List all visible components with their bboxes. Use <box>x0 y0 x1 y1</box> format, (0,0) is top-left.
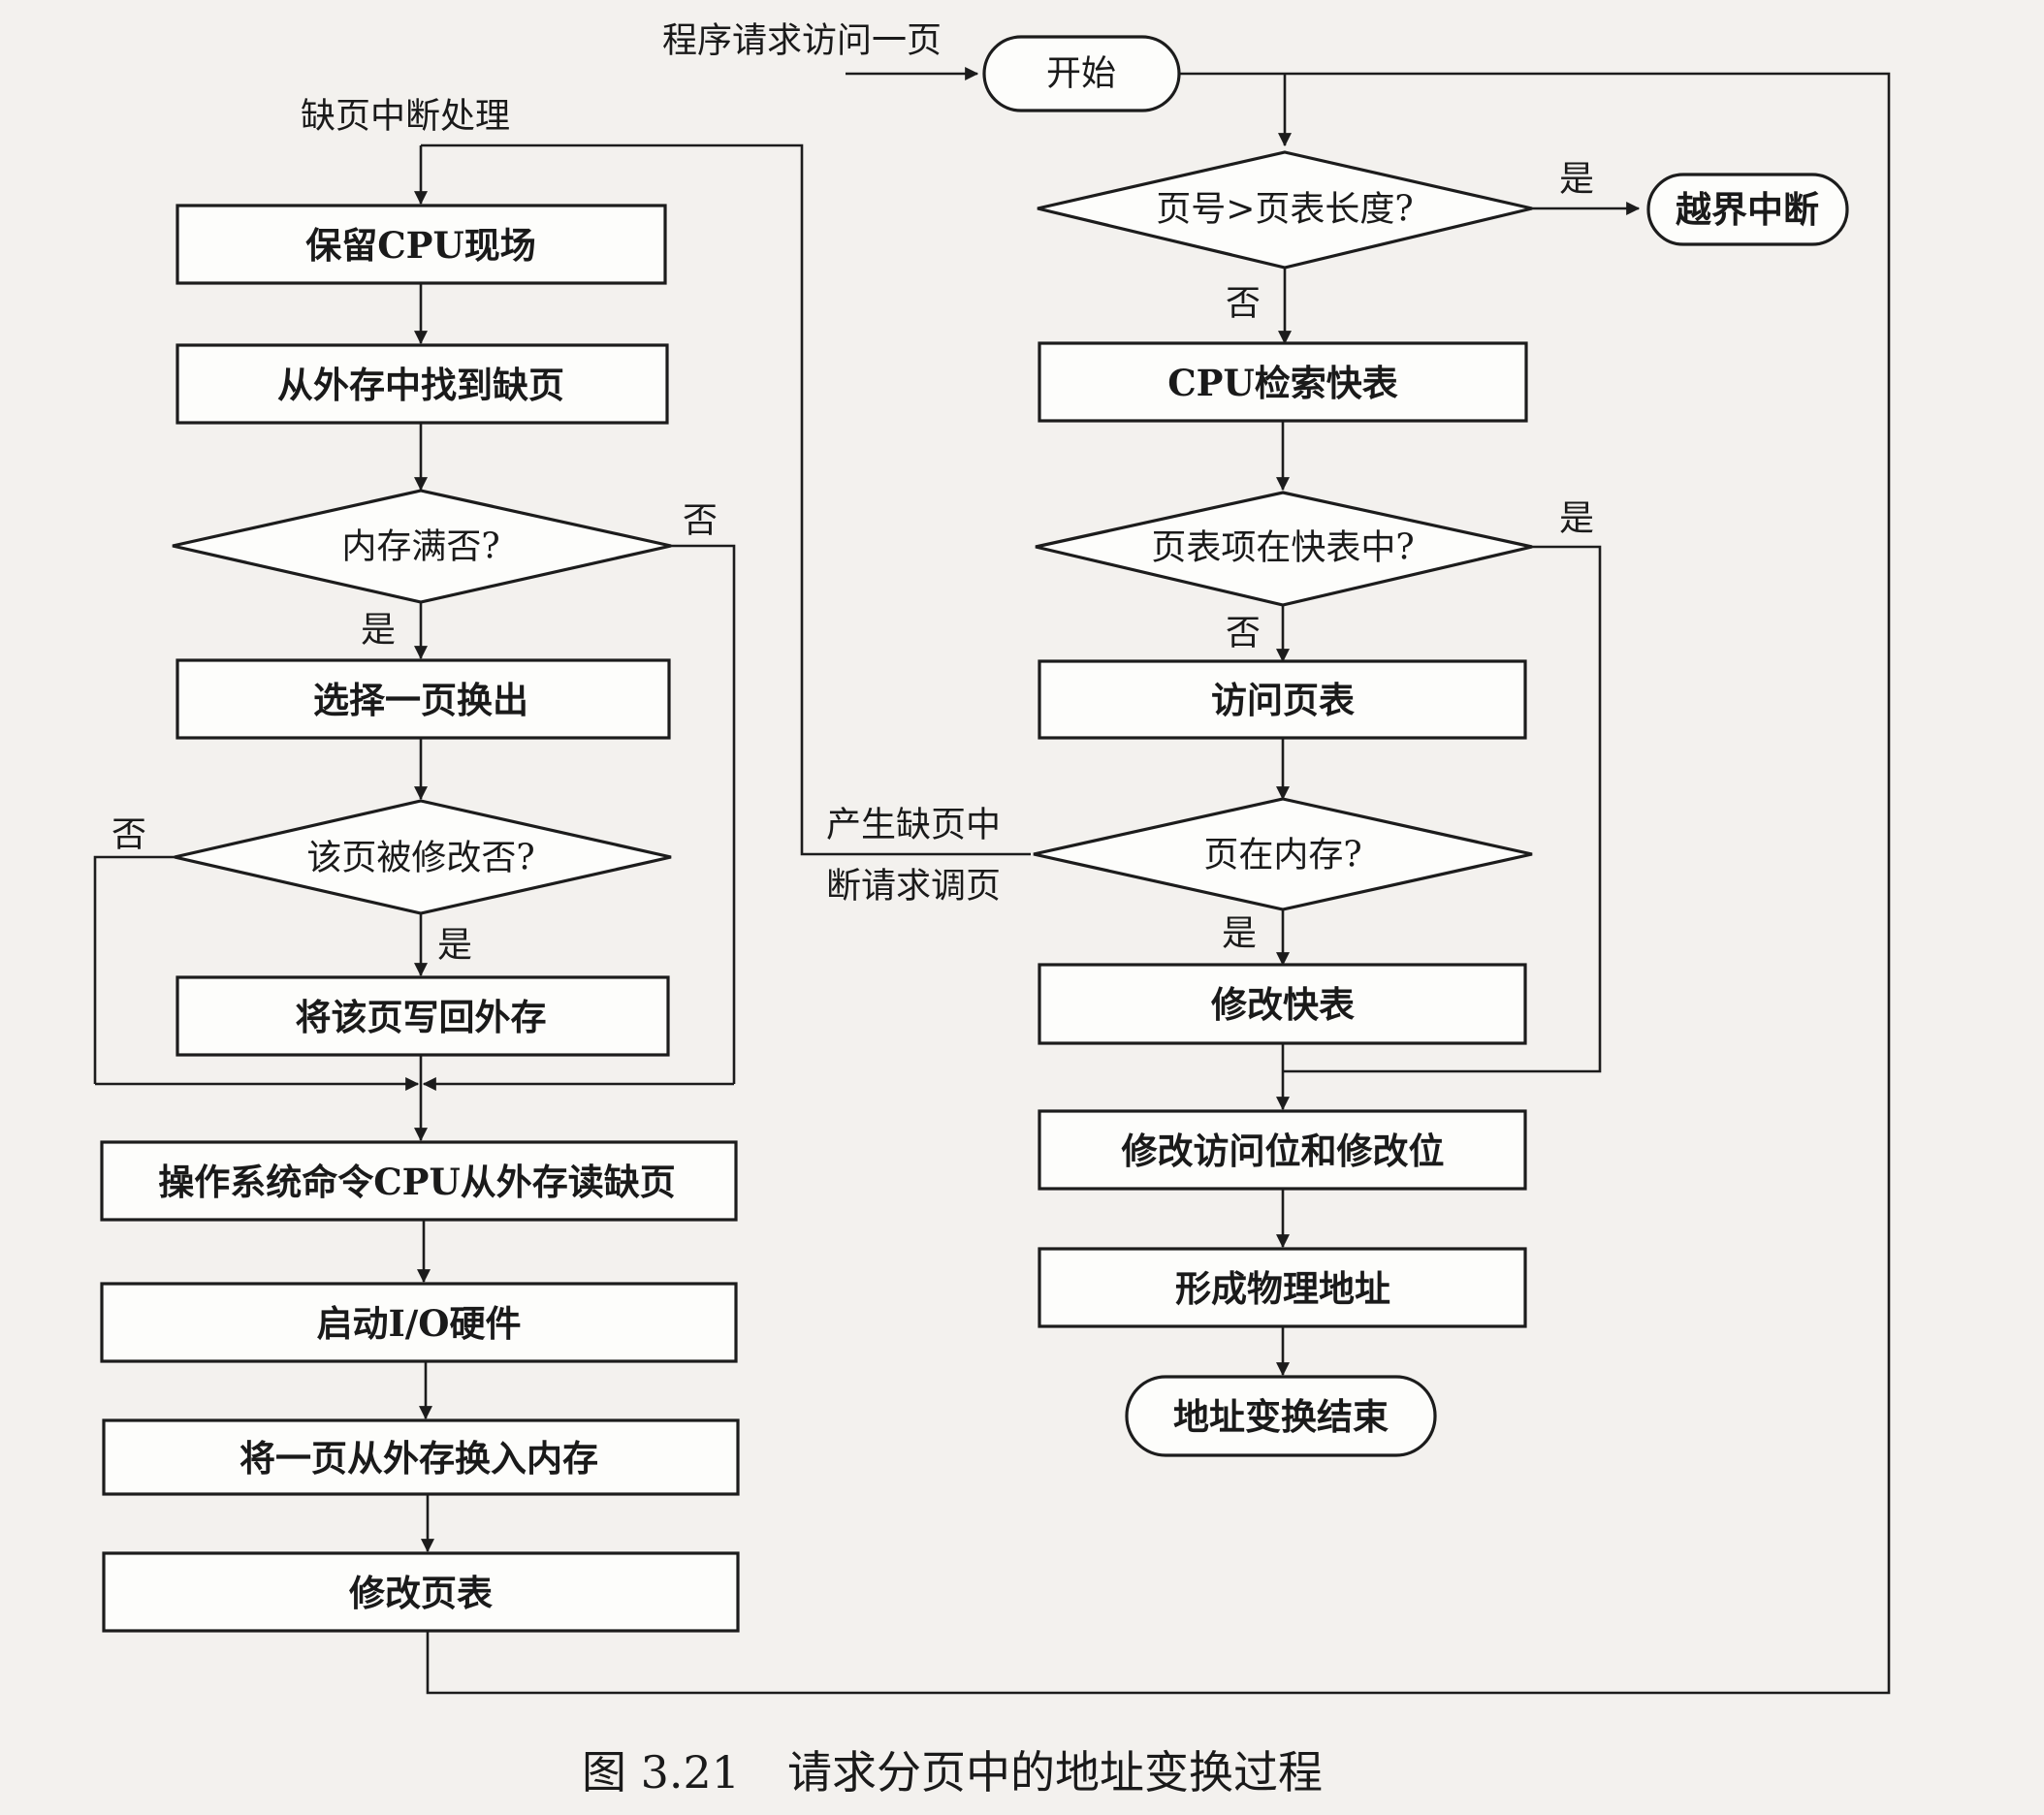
mod-bits-label: 修改访问位和修改位 <box>1122 1130 1445 1172</box>
access-pt-box <box>1038 659 1527 740</box>
label-yes-modified: 是 <box>437 926 472 966</box>
line-page-fault-request <box>421 143 1031 856</box>
in-mem-decision-label: 页在内存? <box>1203 836 1361 876</box>
end-terminal <box>1125 1375 1437 1457</box>
label-no-in-tlb: 否 <box>1226 614 1261 653</box>
write-back-label: 将该页写回外存 <box>296 996 547 1038</box>
os-cmd-box <box>100 1140 738 1222</box>
find-page-label: 从外存中找到缺页 <box>277 364 564 406</box>
overflow-interrupt-terminal <box>1646 173 1849 246</box>
start-io-box <box>100 1282 738 1363</box>
label-yes-mem-full: 是 <box>361 611 396 651</box>
connectors <box>93 67 1891 1695</box>
mod-bits-box <box>1038 1109 1527 1191</box>
mod-tlb-label: 修改快表 <box>1211 983 1355 1026</box>
left-flow: 保留CPU现场 从外存中找到缺页 内存满否? 选择一页换出 该页被修改否? 将该… <box>100 204 740 1633</box>
edge-labels: 程序请求访问一页 缺页中断处理 是 否 是 否 是 产生缺页中 断请求调页 否 … <box>112 21 1594 966</box>
modified-decision-label: 该页被修改否? <box>306 839 534 878</box>
caption-title: 请求分页中的地址变换过程 <box>787 1746 1323 1799</box>
write-back-box <box>176 975 670 1057</box>
right-flow: 开始 页号>页表长度? 越界中断 CPU检索快表 页表项在快表中? 访问页表 页… <box>982 35 1849 1457</box>
entry-label: 程序请求访问一页 <box>662 21 942 61</box>
start-terminal <box>982 35 1181 112</box>
caption-number: 图 3.21 <box>582 1746 740 1799</box>
label-yes-in-tlb: 是 <box>1559 499 1594 539</box>
mod-pt-box <box>102 1551 740 1633</box>
page-fault-request-line2: 断请求调页 <box>826 867 1001 907</box>
os-cmd-label: 操作系统命令CPU从外存读缺页 <box>158 1161 676 1203</box>
page-len-decision <box>1037 150 1533 270</box>
phys-addr-label: 形成物理地址 <box>1175 1267 1390 1310</box>
line-tlb-hit-bypass <box>1283 545 1602 1073</box>
select-out-box <box>176 658 671 740</box>
mod-tlb-box <box>1038 963 1527 1045</box>
in-mem-decision <box>1033 797 1533 911</box>
in-tlb-decision-label: 页表项在快表中? <box>1151 528 1414 568</box>
mod-pt-label: 修改页表 <box>349 1572 493 1614</box>
find-page-box <box>176 343 669 425</box>
page-fault-handler-title: 缺页中断处理 <box>301 97 510 137</box>
page-len-decision-label: 页号>页表长度? <box>1156 190 1413 230</box>
in-tlb-decision <box>1035 491 1533 607</box>
mem-full-decision-label: 内存满否? <box>341 527 499 567</box>
modified-decision <box>174 799 672 915</box>
end-label: 地址变换结束 <box>1173 1395 1389 1438</box>
access-pt-label: 访问页表 <box>1211 679 1355 721</box>
cpu-tlb-box <box>1038 341 1528 423</box>
figure-caption: 图 3.21 请求分页中的地址变换过程 <box>582 1746 1323 1799</box>
line-not-modified <box>93 855 175 1084</box>
overflow-interrupt-label: 越界中断 <box>1676 188 1819 231</box>
label-yes-in-mem: 是 <box>1222 914 1257 954</box>
cpu-tlb-label: CPU检索快表 <box>1167 362 1398 404</box>
page-fault-request-line1: 产生缺页中 <box>826 806 1001 845</box>
start-io-label: 启动I/O硬件 <box>316 1302 521 1345</box>
line-loop-back-to-start <box>426 72 1891 1695</box>
mem-full-decision <box>172 489 672 604</box>
line-mem-not-full <box>671 544 736 1084</box>
label-no-page-len: 否 <box>1226 284 1261 324</box>
swap-in-box <box>102 1418 740 1496</box>
label-no-modified: 否 <box>112 815 146 855</box>
swap-in-label: 将一页从外存换入内存 <box>240 1437 598 1480</box>
label-yes-overflow: 是 <box>1559 160 1594 200</box>
save-cpu-box <box>176 204 667 285</box>
label-no-mem-full: 否 <box>683 501 718 541</box>
save-cpu-label: 保留CPU现场 <box>305 224 536 267</box>
phys-addr-box <box>1038 1247 1527 1328</box>
select-out-label: 选择一页换出 <box>313 679 528 721</box>
start-label: 开始 <box>1046 54 1116 94</box>
